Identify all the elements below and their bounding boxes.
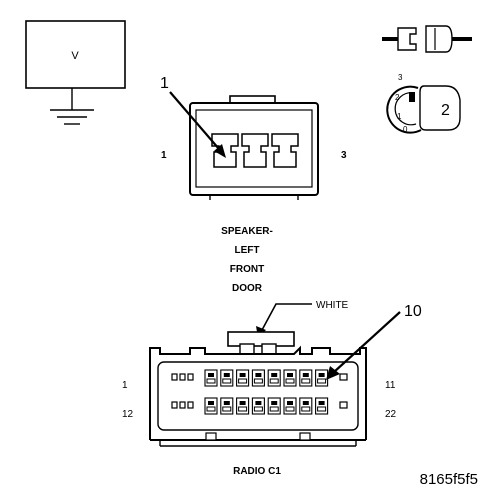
voltmeter-label: V: [71, 50, 79, 62]
switch-marker: [409, 92, 415, 102]
radio-connector-name: RADIO C1: [233, 466, 281, 477]
voltmeter-symbol: V: [25, 20, 126, 125]
radio-cavity: [315, 397, 329, 415]
speaker-connector-name: SPEAKER- LEFT FRONT DOOR: [221, 226, 273, 294]
switch-pos-3: 3: [398, 73, 403, 82]
radio-connector: 1 11 12 22: [122, 331, 397, 447]
speaker-callout: 1: [160, 75, 226, 158]
speaker-name-line-3: FRONT: [230, 264, 264, 275]
speaker-connector: 1 3: [161, 95, 347, 200]
radio-cavity: [283, 369, 297, 387]
speaker-pin-3: 3: [341, 150, 347, 161]
speaker-cavity-3: [271, 133, 299, 168]
radio-cavity: [220, 369, 234, 387]
figure-id: 8165f5f5: [420, 471, 478, 488]
radio-pin-1: 1: [122, 380, 128, 391]
radio-pin-22: 22: [385, 409, 397, 420]
ignition-callout: 2: [441, 102, 450, 119]
radio-cavity: [204, 397, 218, 415]
radio-cavity: [251, 369, 265, 387]
test-probe-icon: [382, 25, 472, 53]
speaker-cavity-2: [241, 133, 269, 168]
radio-callout: 10: [326, 303, 422, 380]
speaker-name-line-1: SPEAKER-: [221, 226, 273, 237]
radio-cavity: [267, 397, 281, 415]
radio-cavity: [251, 397, 265, 415]
radio-cavity: [267, 369, 281, 387]
radio-cavity: [236, 369, 250, 387]
switch-pos-0: 0: [403, 125, 408, 134]
speaker-callout-number: 1: [160, 75, 169, 92]
radio-cavity: [220, 397, 234, 415]
speaker-cavity-1: [211, 133, 239, 168]
speaker-pin-1: 1: [161, 150, 167, 161]
switch-pos-1: 1: [397, 112, 402, 121]
radio-cavity: [236, 397, 250, 415]
radio-end-pins: [171, 373, 348, 409]
radio-callout-number: 10: [404, 303, 422, 320]
ignition-switch-icon: 3 2 1 0 2: [386, 73, 461, 134]
speaker-name-line-4: DOOR: [232, 283, 263, 294]
radio-pin-12: 12: [122, 409, 134, 420]
radio-cavity: [299, 397, 313, 415]
voltmeter-box: [25, 20, 126, 89]
radio-cavity: [315, 369, 329, 387]
radio-pin-11: 11: [385, 380, 396, 391]
radio-cavity: [283, 397, 297, 415]
radio-cavity: [204, 369, 218, 387]
speaker-name-line-2: LEFT: [235, 245, 260, 256]
radio-cavity-grid: [204, 369, 329, 415]
switch-pos-2: 2: [395, 93, 400, 102]
wire-color-label: WHITE: [316, 300, 349, 311]
key-icon: [419, 85, 461, 131]
radio-cavity: [299, 369, 313, 387]
